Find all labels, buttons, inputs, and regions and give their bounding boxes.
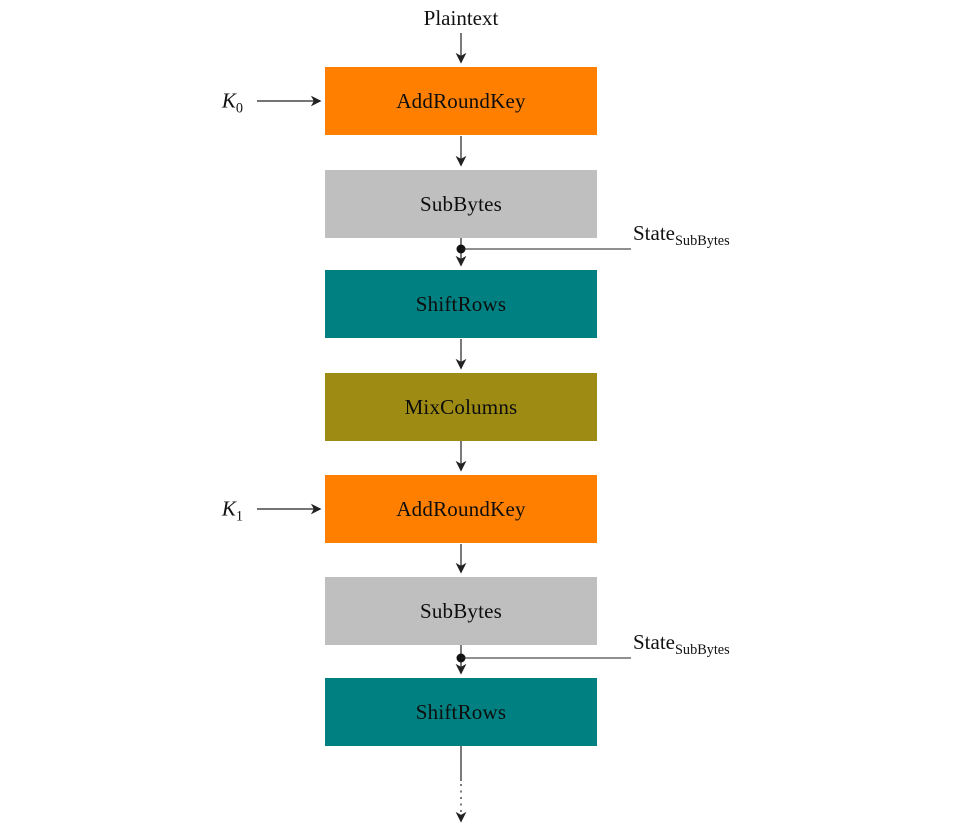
key-subscript: 1 [235, 508, 243, 525]
key-symbol: K [221, 88, 236, 113]
state-tap-label-2: StateSubBytes [633, 630, 730, 659]
key-label-k1: K1 [221, 496, 243, 525]
box-mixcolumns: MixColumns [325, 373, 597, 441]
box-label: AddRoundKey [396, 496, 526, 521]
plaintext-label: Plaintext [423, 6, 499, 30]
box-label: ShiftRows [415, 291, 507, 316]
box-subbytes-2: SubBytes [325, 577, 597, 645]
state-symbol: State [633, 221, 675, 245]
state-tap-label-1: StateSubBytes [633, 221, 730, 250]
box-shiftrows-1: ShiftRows [325, 270, 597, 338]
box-addroundkey-1: AddRoundKey [325, 67, 597, 135]
key-subscript: 0 [235, 100, 243, 117]
box-addroundkey-2: AddRoundKey [325, 475, 597, 543]
state-subscript: SubBytes [675, 642, 730, 659]
state-subscript: SubBytes [675, 233, 730, 250]
box-shiftrows-2: ShiftRows [325, 678, 597, 746]
box-label: AddRoundKey [396, 88, 526, 113]
box-label: MixColumns [404, 394, 518, 419]
state-symbol: State [633, 630, 675, 654]
box-label: SubBytes [419, 191, 503, 216]
key-symbol: K [221, 496, 236, 521]
box-label: ShiftRows [415, 699, 507, 724]
box-label: SubBytes [419, 598, 503, 623]
box-subbytes-1: SubBytes [325, 170, 597, 238]
key-label-k0: K0 [221, 88, 243, 117]
